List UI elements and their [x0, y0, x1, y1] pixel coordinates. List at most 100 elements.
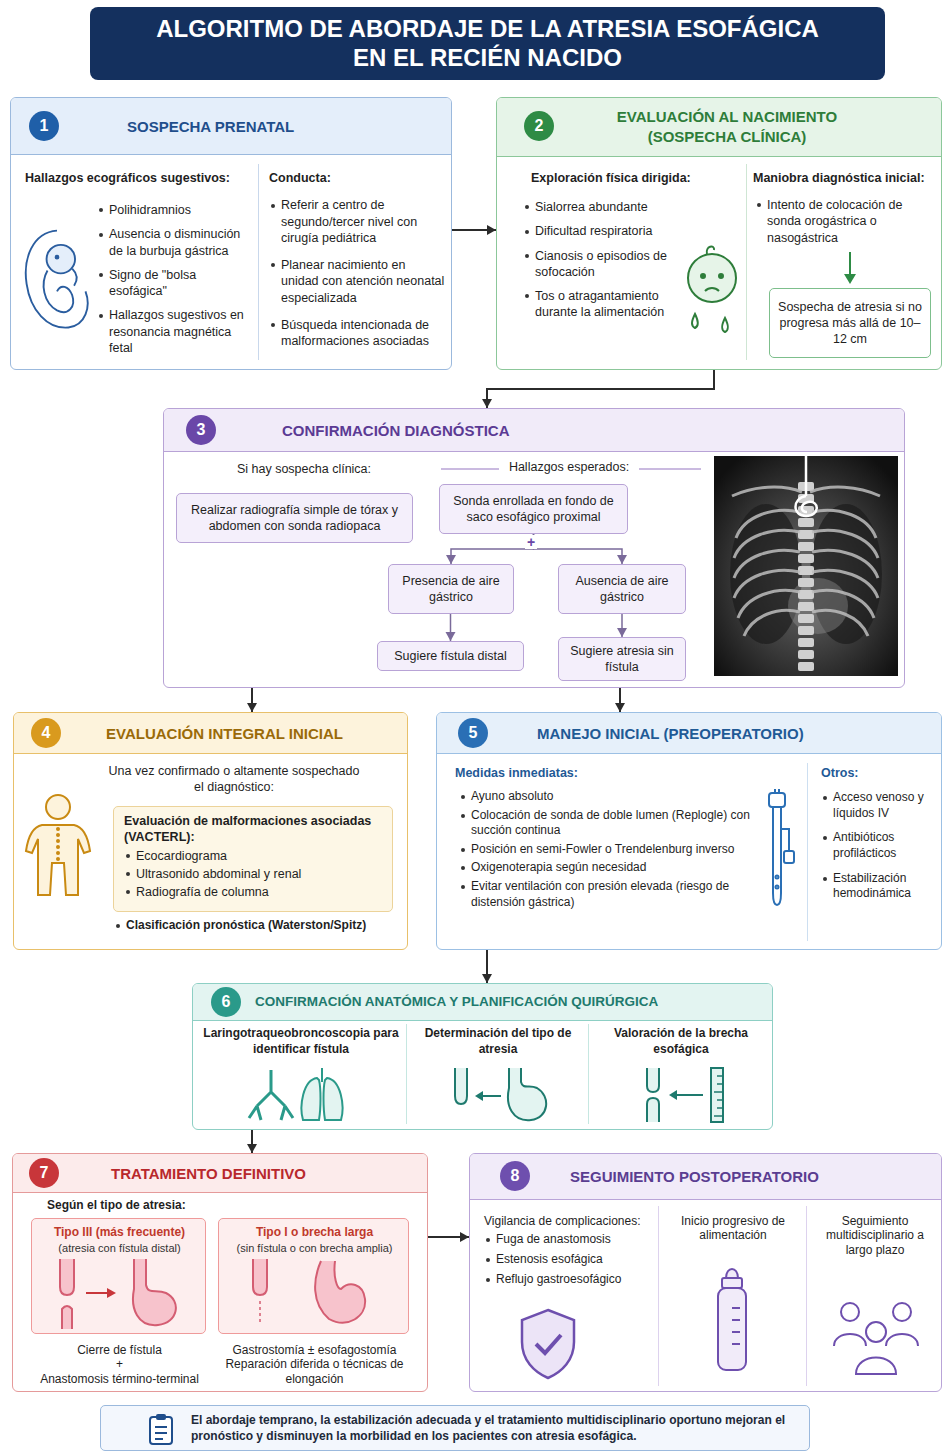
- step-panel: MANEJO INICIAL (PREOPERATORIO) Medidas in…: [436, 712, 942, 950]
- step-panel: TRATAMIENTO DEFINITIVO Según el tipo de a…: [12, 1153, 428, 1392]
- label-text: Acceso venoso y líquidos IV: [821, 790, 937, 821]
- process-box: Sugiere fístula distal: [377, 641, 524, 671]
- text-column: Una vez confirmado o altamente sospechad…: [104, 763, 364, 796]
- process-box: Ausencia de aire gástrico: [558, 564, 686, 614]
- label-text: Oxigenoterapia según necesidad: [459, 860, 751, 876]
- text-column: Laringotraqueobroncoscopia para identifi…: [199, 1026, 403, 1057]
- label-text: Seguimiento multidisciplinario a largo p…: [812, 1214, 938, 1257]
- process-box: Sonda enrollada en fondo de saco esofági…: [439, 484, 628, 534]
- label-text: 1: [40, 118, 49, 134]
- step-number: 2: [524, 111, 554, 141]
- label-text: Reparación diferida o técnicas de elonga…: [214, 1357, 415, 1386]
- label-text: 8: [511, 1168, 520, 1184]
- connector-arrow: [615, 688, 625, 712]
- bottle-icon: [710, 1264, 754, 1376]
- label-text: Planear nacimiento en unidad con atenció…: [269, 257, 445, 306]
- info-box: Evaluación de malformaciones asociadas (…: [113, 806, 393, 912]
- label-text: Referir a centro de segundo/tercer nivel…: [269, 197, 445, 246]
- text-column: SEGUIMIENTO POSTOPERATORIO: [570, 1167, 910, 1187]
- text-column: Exploración física dirigida:: [531, 170, 741, 186]
- label-text: Ausencia de aire gástrico: [567, 573, 677, 606]
- text-column: El abordaje temprano, la estabilización …: [191, 1412, 801, 1444]
- fetus-icon: [19, 222, 95, 338]
- text-column: Conducta:Referir a centro de segundo/ter…: [269, 170, 445, 349]
- text-column: Valoración de la brecha esofágica: [594, 1026, 768, 1057]
- label-text: Ecocardiograma: [124, 848, 386, 864]
- label-text: 5: [469, 725, 478, 741]
- label-text: Medidas inmediatas:: [455, 765, 735, 781]
- label-text: EVALUACIÓN INTEGRAL INICIAL: [106, 724, 401, 744]
- label-text: Ayuno absoluto: [459, 789, 751, 805]
- step-panel: SOSPECHA PRENATAL Hallazgos ecográficos s…: [10, 97, 452, 370]
- text-column: Seguimiento multidisciplinario a largo p…: [812, 1214, 938, 1257]
- text-column: EVALUACIÓN AL NACIMIENTO (SOSPECHA CLÍNI…: [577, 107, 877, 146]
- column-divider: [588, 1024, 589, 1124]
- arrow-head: [460, 1232, 469, 1242]
- treatment-box: Tipo I o brecha larga(sin fístula o con …: [218, 1218, 409, 1334]
- label-text: Según el tipo de atresia:: [47, 1198, 347, 1214]
- text-column: Si hay sospecha clínica:: [184, 461, 424, 477]
- clipboard-icon: [147, 1412, 175, 1446]
- label-text: Vigilancia de complicaciones:: [484, 1214, 654, 1228]
- label-text: EVALUACIÓN AL NACIMIENTO (SOSPECHA CLÍNI…: [577, 107, 877, 146]
- label-text: Sonda enrollada en fondo de saco esofági…: [448, 493, 619, 526]
- text-column: MANEJO INICIAL (PREOPERATORIO): [537, 724, 877, 744]
- long-gap-illustration: [237, 1259, 387, 1329]
- connector-arrow: [452, 225, 496, 235]
- text-column: Maniobra diagnóstica inicial:: [753, 170, 937, 186]
- xray-image: [714, 456, 898, 676]
- label-text: SEGUIMIENTO POSTOPERATORIO: [570, 1167, 910, 1187]
- label-text: Realizar radiografía simple de tórax y a…: [185, 502, 404, 535]
- summary-box: El abordaje temprano, la estabilización …: [100, 1405, 810, 1451]
- column-divider: [806, 1206, 807, 1386]
- label-text: Cianosis o episodios de sofocación: [523, 248, 675, 281]
- label-text: Búsqueda intencionada de malformaciones …: [269, 317, 445, 350]
- label-text: Estabilización hemodinámica: [821, 871, 937, 902]
- label-text: Sialorrea abundante: [523, 199, 675, 215]
- label-text: Ultrasonido abdominal y renal: [124, 866, 386, 882]
- connector-arrow: [617, 614, 627, 637]
- label-text: Tipo III (más frecuente): [36, 1225, 203, 1241]
- text-column: Tipo III (más frecuente)(atresia con fís…: [36, 1225, 203, 1255]
- arrow-head: [617, 628, 627, 637]
- step-number: 3: [186, 415, 216, 445]
- step-panel: EVALUACIÓN AL NACIMIENTO (SOSPECHA CLÍNI…: [496, 97, 942, 370]
- text-column: Cierre de fístula+Anastomosis término-te…: [22, 1343, 217, 1386]
- label-text: Evitar ventilación con presión elevada (…: [459, 879, 751, 910]
- label-text: Clasificación pronóstica (Waterston/Spit…: [114, 918, 404, 934]
- step-panel: CONFIRMACIÓN ANATÓMICA Y PLANIFICACIÓN Q…: [192, 983, 773, 1130]
- connector-line: [487, 370, 714, 408]
- connector-arrow: [247, 1130, 257, 1153]
- label-text: Inicio progresivo de alimentación: [664, 1214, 802, 1243]
- label-text: Intento de colocación de sonda orogástri…: [755, 197, 935, 246]
- label-text: Dificultad respiratoria: [523, 223, 675, 239]
- text-column: Vigilancia de complicaciones:Fuga de ana…: [484, 1214, 654, 1287]
- label-text: Ausencia o disminución de la burbuja gás…: [97, 226, 257, 259]
- diagram-title: ALGORITMO DE ABORDAJE DE LA ATRESIA ESOF…: [90, 7, 885, 80]
- label-text: El abordaje temprano, la estabilización …: [191, 1412, 801, 1444]
- label-text: Anastomosis término-terminal: [22, 1372, 217, 1386]
- type-iii-illustration: [50, 1259, 190, 1329]
- esophagus-stomach-icon: [443, 1066, 553, 1124]
- label-text: (sin fístula o con brecha amplia): [223, 1241, 406, 1255]
- label-text: +: [22, 1357, 217, 1371]
- step-panel: EVALUACIÓN INTEGRAL INICIAL Una vez confi…: [13, 712, 408, 950]
- text-column: PolihidramniosAusencia o disminución de …: [97, 202, 257, 356]
- label-text: Hallazgos sugestivos en resonancia magné…: [97, 307, 257, 356]
- text-column: Hallazgos ecográficos sugestivos:: [25, 170, 257, 186]
- team-icon: [830, 1294, 922, 1378]
- label-text: Tos o atragantamiento durante la aliment…: [523, 288, 675, 321]
- step-number: 5: [458, 718, 488, 748]
- arrow-head: [617, 555, 627, 564]
- connector-arrow: [446, 614, 456, 641]
- label-text: Cierre de fístula: [22, 1343, 217, 1357]
- replogle-tube-icon: [755, 789, 799, 913]
- label-text: CONFIRMACIÓN ANATÓMICA Y PLANIFICACIÓN Q…: [255, 993, 767, 1011]
- process-box: Realizar radiografía simple de tórax y a…: [176, 493, 413, 543]
- label-text: Reflujo gastroesofágico: [484, 1272, 654, 1288]
- label-text: SOSPECHA PRENATAL: [127, 117, 437, 137]
- label-text: TRATAMIENTO DEFINITIVO: [111, 1164, 411, 1184]
- connector-line: [534, 534, 623, 564]
- arrow-head: [615, 703, 625, 712]
